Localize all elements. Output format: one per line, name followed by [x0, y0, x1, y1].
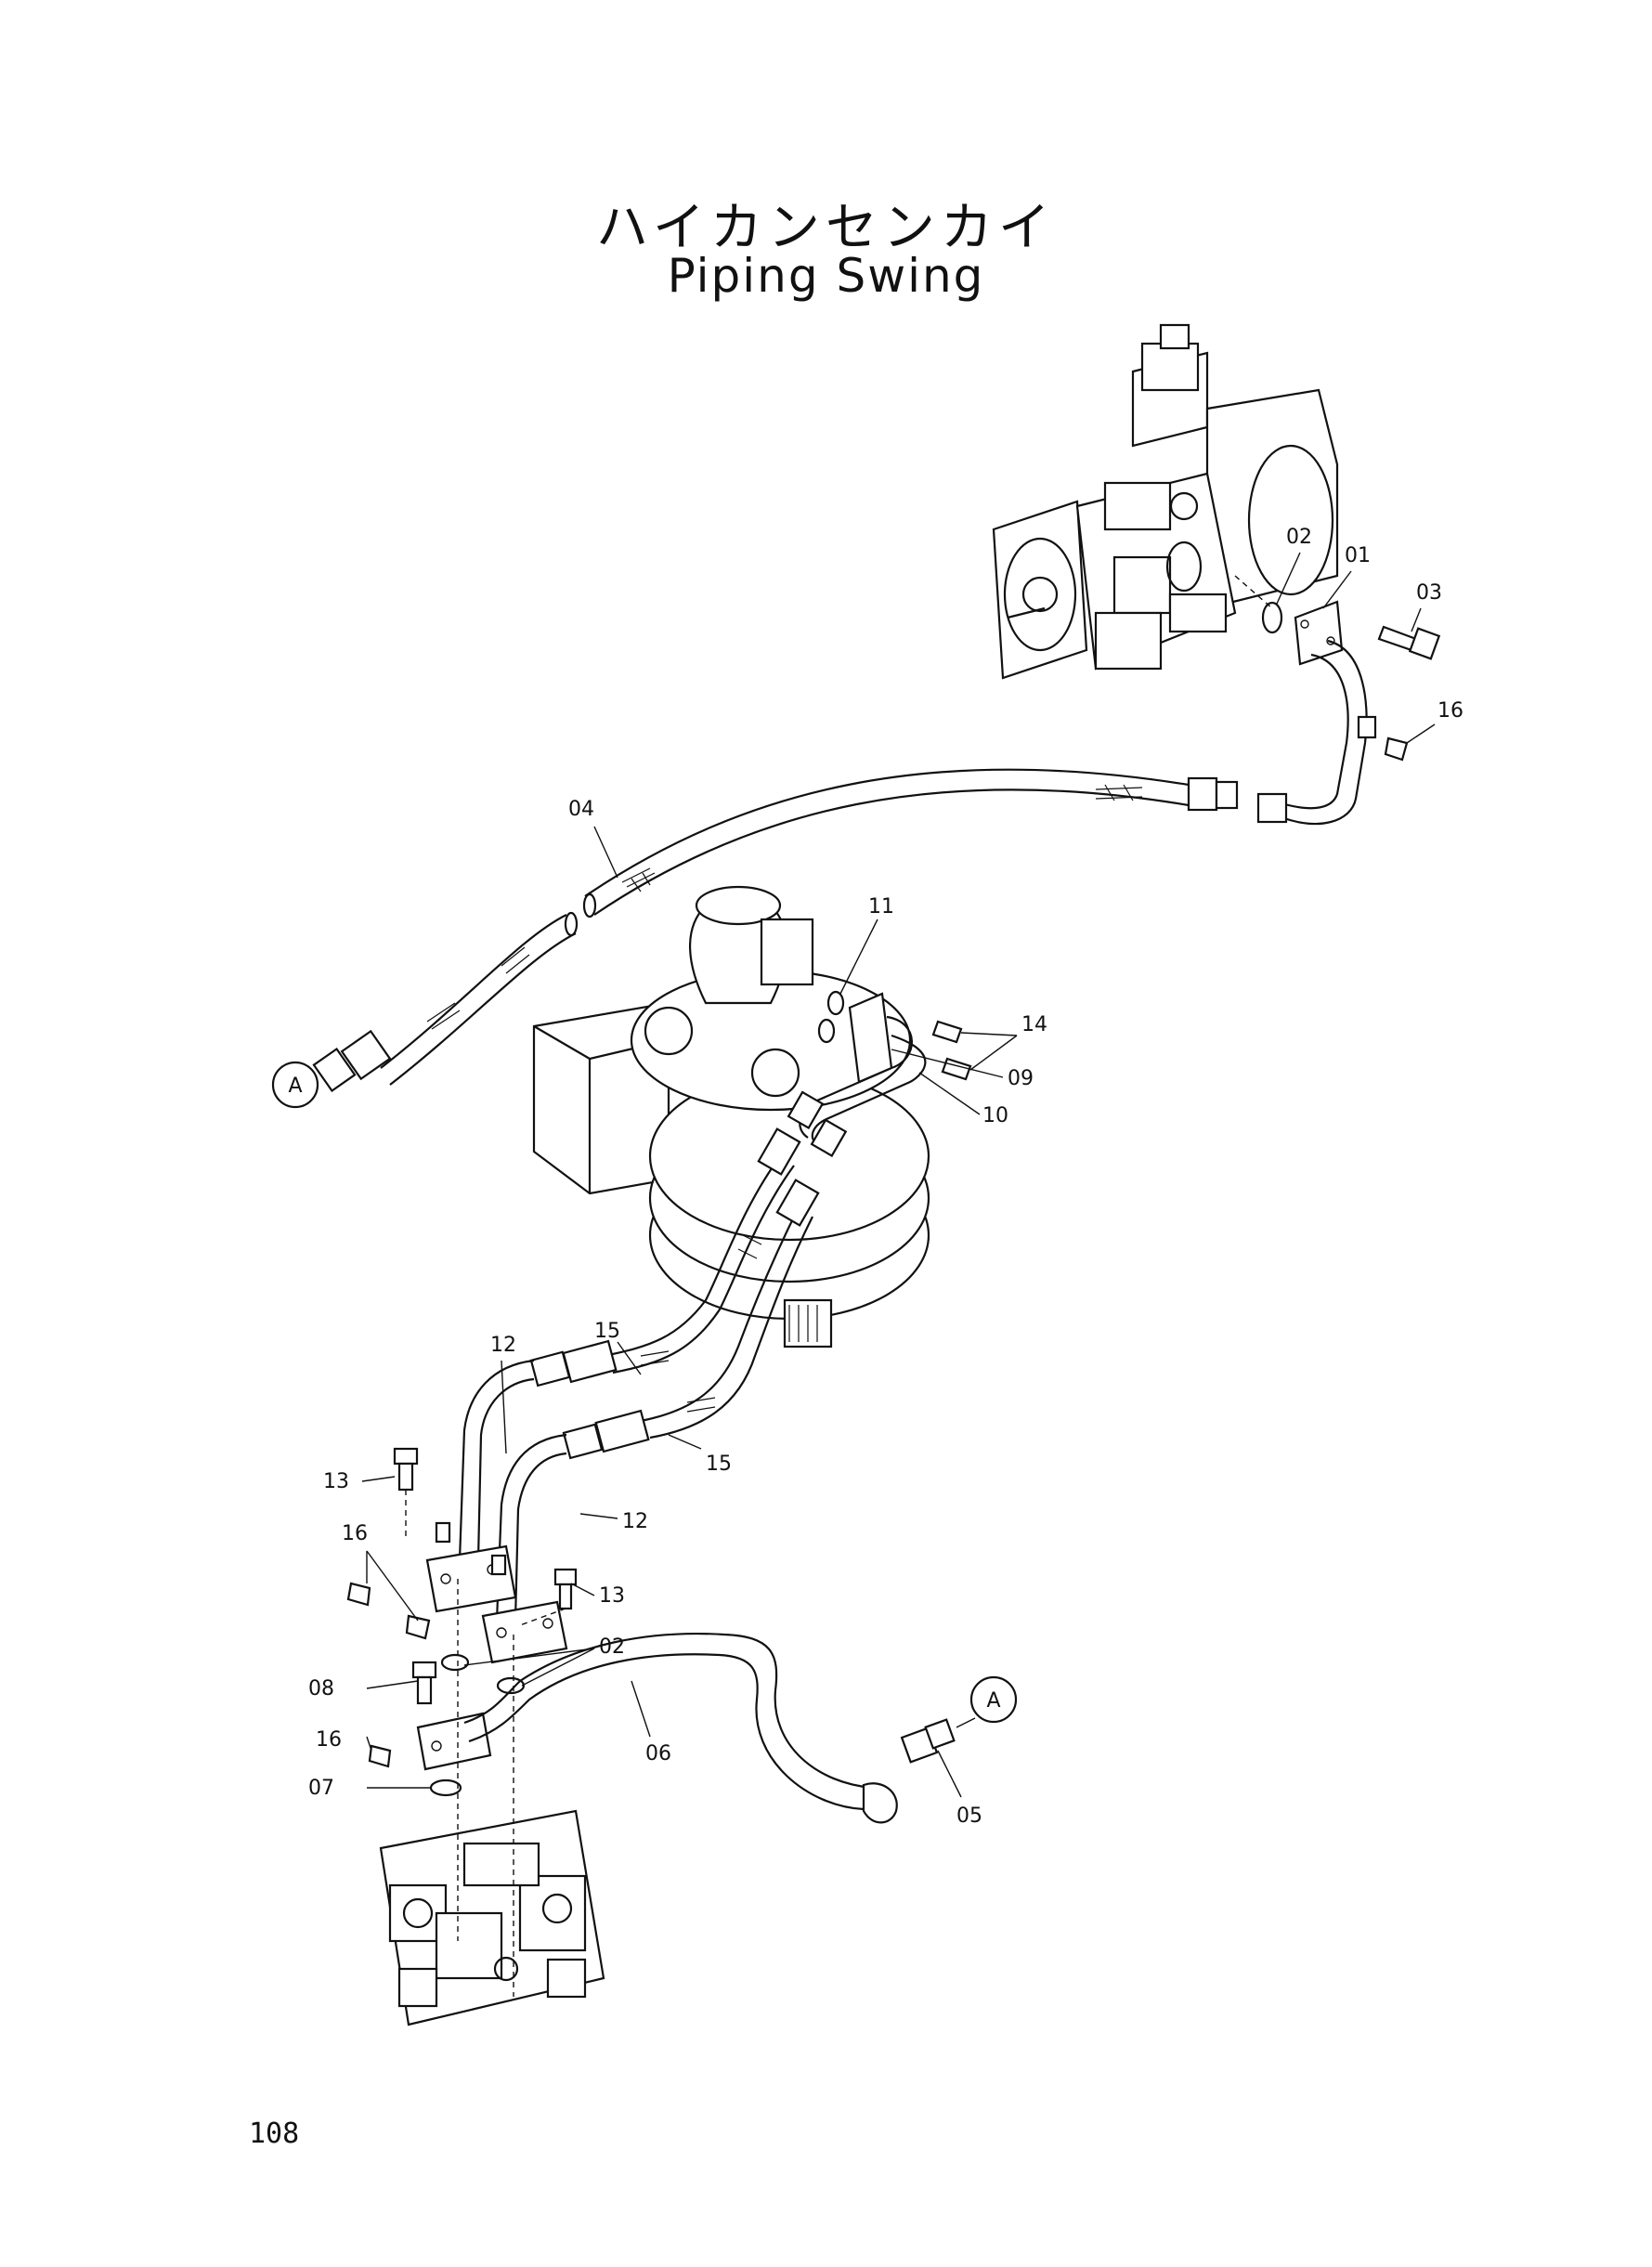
label-15-top: 15 [594, 1320, 620, 1343]
plug-16a [346, 1582, 371, 1607]
label-03: 03 [1416, 581, 1442, 605]
label-02-top: 02 [1286, 526, 1312, 549]
bolt-13b [553, 1568, 578, 1610]
page-number: 108 [249, 2117, 300, 2150]
label-08: 08 [308, 1677, 334, 1700]
pipes-12 [425, 1359, 568, 1664]
label-02-middle: 02 [599, 1635, 625, 1659]
title-english: Piping Swing [667, 249, 985, 303]
label-14: 14 [1021, 1013, 1047, 1036]
label-07: 07 [308, 1777, 334, 1800]
connector-a-left: A [271, 1061, 319, 1109]
label-06: 06 [645, 1742, 671, 1765]
o-ring-02 [1261, 601, 1283, 634]
label-10: 10 [982, 1104, 1008, 1127]
label-15-bottom: 15 [706, 1453, 732, 1476]
o-ring-11b [817, 1018, 836, 1044]
label-16-top: 16 [1437, 699, 1463, 723]
control-valve [379, 1809, 605, 2026]
hose-04 [312, 768, 1288, 1093]
label-12-bottom: 12 [622, 1510, 648, 1533]
plug-16c [368, 1744, 392, 1768]
o-ring-02b [496, 1676, 526, 1695]
o-ring-11a [826, 990, 845, 1016]
bolt-14b [941, 1057, 972, 1081]
pipe-06 [416, 1632, 898, 1824]
fitting-05 [900, 1718, 956, 1764]
alignment-lines [405, 575, 1273, 1997]
o-ring-07 [429, 1778, 462, 1797]
bolt-14a [931, 1020, 963, 1044]
label-01: 01 [1345, 544, 1371, 567]
plug-16 [1384, 736, 1409, 762]
hoses-15 [529, 1127, 820, 1460]
svg-text:A: A [986, 1689, 1000, 1713]
flange-01 [1294, 600, 1344, 666]
connector-a-right: A [969, 1675, 1018, 1724]
label-16-bottom: 16 [316, 1728, 342, 1752]
hydraulic-pump [992, 323, 1339, 680]
swing-motor [532, 885, 930, 1348]
bolt-13a [393, 1447, 419, 1492]
label-13-top: 13 [323, 1470, 349, 1493]
flange-pipes-09-10 [787, 992, 927, 1157]
label-11: 11 [868, 895, 894, 919]
label-05: 05 [956, 1804, 982, 1828]
label-04: 04 [568, 798, 594, 821]
label-13-bottom: 13 [599, 1584, 625, 1608]
leader-lines [361, 552, 1436, 1798]
label-16-middle: 16 [342, 1522, 368, 1545]
bolt-08 [411, 1661, 437, 1705]
plug-16b [405, 1614, 431, 1640]
label-09: 09 [1008, 1067, 1034, 1090]
label-12-top: 12 [490, 1334, 516, 1357]
o-ring-02a [440, 1653, 470, 1672]
title-japanese: ハイカンセンカイ [596, 198, 1056, 258]
svg-text:A: A [288, 1075, 302, 1098]
bolt-03 [1377, 625, 1441, 660]
